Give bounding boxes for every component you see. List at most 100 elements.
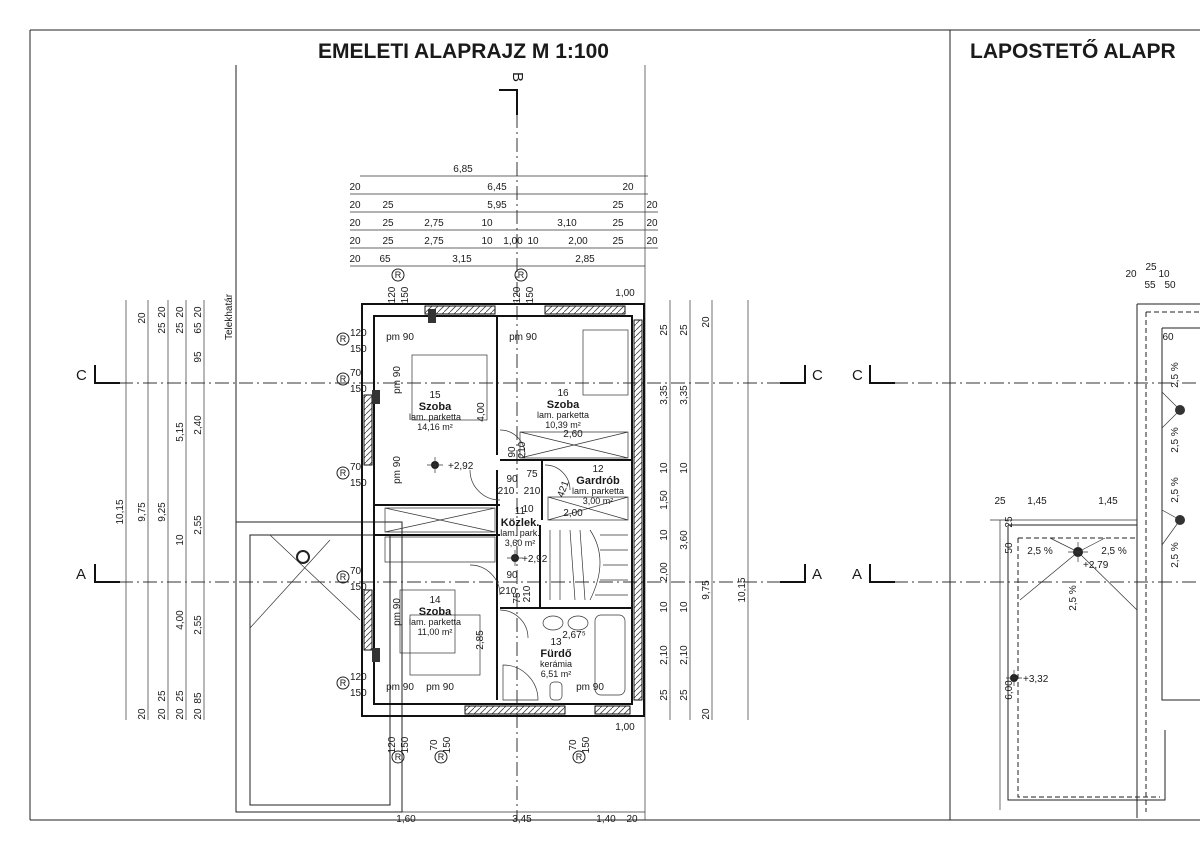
sink-icon — [567, 615, 589, 631]
roof-dimension: 50 — [1164, 280, 1176, 291]
left-dimension: 20 — [157, 708, 168, 720]
room-finish: lam. park. — [500, 528, 540, 538]
interior-dimension: pm 90 — [392, 598, 403, 626]
left-dimension: 95 — [193, 351, 204, 363]
window-size: 70 — [350, 368, 362, 379]
window-tag-icon — [514, 268, 528, 282]
window-tag-icon — [434, 750, 448, 764]
staircase — [549, 529, 628, 601]
right-dimension: 25 — [679, 324, 690, 336]
window-tag: R — [518, 270, 525, 280]
window-size: 120 — [387, 286, 398, 303]
interior-dimension: 2,67⁵ — [562, 630, 586, 641]
room-area: 6,51 m² — [541, 669, 572, 679]
elevation-label: +2,92 — [448, 461, 474, 472]
terrace-below — [235, 521, 403, 813]
top-dimension: 2,75 — [424, 218, 444, 229]
right-dimension: 3,60 — [679, 530, 690, 550]
top-dimension: 25 — [382, 236, 394, 247]
interior-dimension: 10 — [522, 504, 534, 515]
window-tag: R — [395, 752, 402, 762]
right-dimension: 25 — [659, 689, 670, 701]
left-dimension: 20 — [137, 708, 148, 720]
interior-dimension: 210 — [524, 486, 541, 497]
section-marker-c-roof: C — [852, 367, 863, 384]
bottom-dimension: 1,60 — [396, 814, 416, 825]
left-dimension: 9,25 — [157, 502, 168, 522]
room-number: 14 — [429, 595, 441, 606]
top-dimension: 20 — [349, 236, 361, 247]
right-dimension: 3,35 — [679, 385, 690, 405]
interior-dimension: 2,60 — [563, 429, 583, 440]
window-tag-icon — [572, 750, 586, 764]
room-name: Gardrób — [576, 475, 620, 487]
elevation-label: +3,32 — [1023, 674, 1049, 685]
roof-dimension: 10 — [1158, 269, 1170, 280]
interior-dimension: pm 90 — [392, 366, 403, 394]
top-dimension: 20 — [646, 200, 658, 211]
room-name: Szoba — [419, 606, 452, 618]
top-dimension: 2,75 — [424, 236, 444, 247]
interior-dimension: 2,00 — [563, 508, 583, 519]
section-marker-c-left: C — [76, 367, 87, 384]
left-dimension: 25 — [175, 322, 186, 334]
right-dimension: 20 — [701, 316, 712, 328]
room-area: 10,39 m² — [545, 420, 581, 430]
window-tag: R — [340, 572, 347, 582]
room-finish: lam. parketta — [572, 486, 624, 496]
roof-dimension: 2,5 % — [1101, 546, 1127, 557]
bottom-dimension: 3,45 — [512, 814, 532, 825]
interior-dimension: 90 — [507, 446, 518, 458]
top-dimension: 65 — [379, 254, 391, 265]
roof-dimension: 25 — [1004, 516, 1015, 528]
section-marker-a-right: A — [812, 566, 822, 583]
top-dimension: 6,45 — [487, 182, 507, 193]
interior-dimension: 90 — [506, 570, 518, 581]
property-line-label: Telekhatár — [224, 293, 235, 340]
dimension-lines — [125, 175, 749, 813]
left-dimension: 20 — [157, 306, 168, 318]
right-dimension: 1,50 — [659, 490, 670, 510]
bottom-dimension: 1,40 — [596, 814, 616, 825]
window-tag: R — [340, 374, 347, 384]
elevation-label: +2,92 — [522, 554, 548, 565]
interior-dimension: 1,00 — [615, 722, 635, 733]
interior-dimension: 75 — [512, 592, 523, 604]
top-dimension: 25 — [612, 200, 624, 211]
room-name: Fürdő — [540, 648, 571, 660]
left-dimension: 2,55 — [193, 615, 204, 635]
sheet-frame — [29, 29, 1200, 821]
room-finish: lam. parketta — [409, 412, 461, 422]
window-size: 150 — [400, 736, 411, 753]
roof-dimension: 2,5 % — [1027, 546, 1053, 557]
bathtub-icon — [594, 614, 626, 696]
top-dimension: 25 — [382, 218, 394, 229]
roof-dimension: 55 — [1144, 280, 1156, 291]
roof-drain-icon — [1175, 515, 1185, 525]
sink-icon — [542, 615, 564, 631]
right-dimension: 2,10 — [659, 645, 670, 665]
top-dimension: 20 — [349, 254, 361, 265]
building-walls — [361, 303, 645, 717]
room-number: 13 — [550, 637, 562, 648]
top-dimension: 20 — [646, 218, 658, 229]
right-dimension: 10,15 — [737, 577, 748, 602]
window-tag: R — [340, 678, 347, 688]
top-dimension: 20 — [349, 218, 361, 229]
section-marker-b: B — [509, 72, 526, 82]
interior-dimension: 421 — [556, 479, 572, 499]
top-dimension: 25 — [612, 218, 624, 229]
right-dimension: 25 — [679, 689, 690, 701]
window-size: 70 — [568, 739, 579, 751]
top-dimension: 3,10 — [557, 218, 577, 229]
floor-plan-title: EMELETI ALAPRAJZ M 1:100 — [318, 40, 609, 63]
window-tag-icon — [391, 268, 405, 282]
top-dimension: 5,95 — [487, 200, 507, 211]
room-finish: lam. parketta — [409, 617, 461, 627]
top-dimension: 1,00 — [503, 236, 523, 247]
bottom-dimension: 20 — [626, 814, 638, 825]
right-dimension: 3,35 — [659, 385, 670, 405]
left-dimension: 20 — [137, 312, 148, 324]
